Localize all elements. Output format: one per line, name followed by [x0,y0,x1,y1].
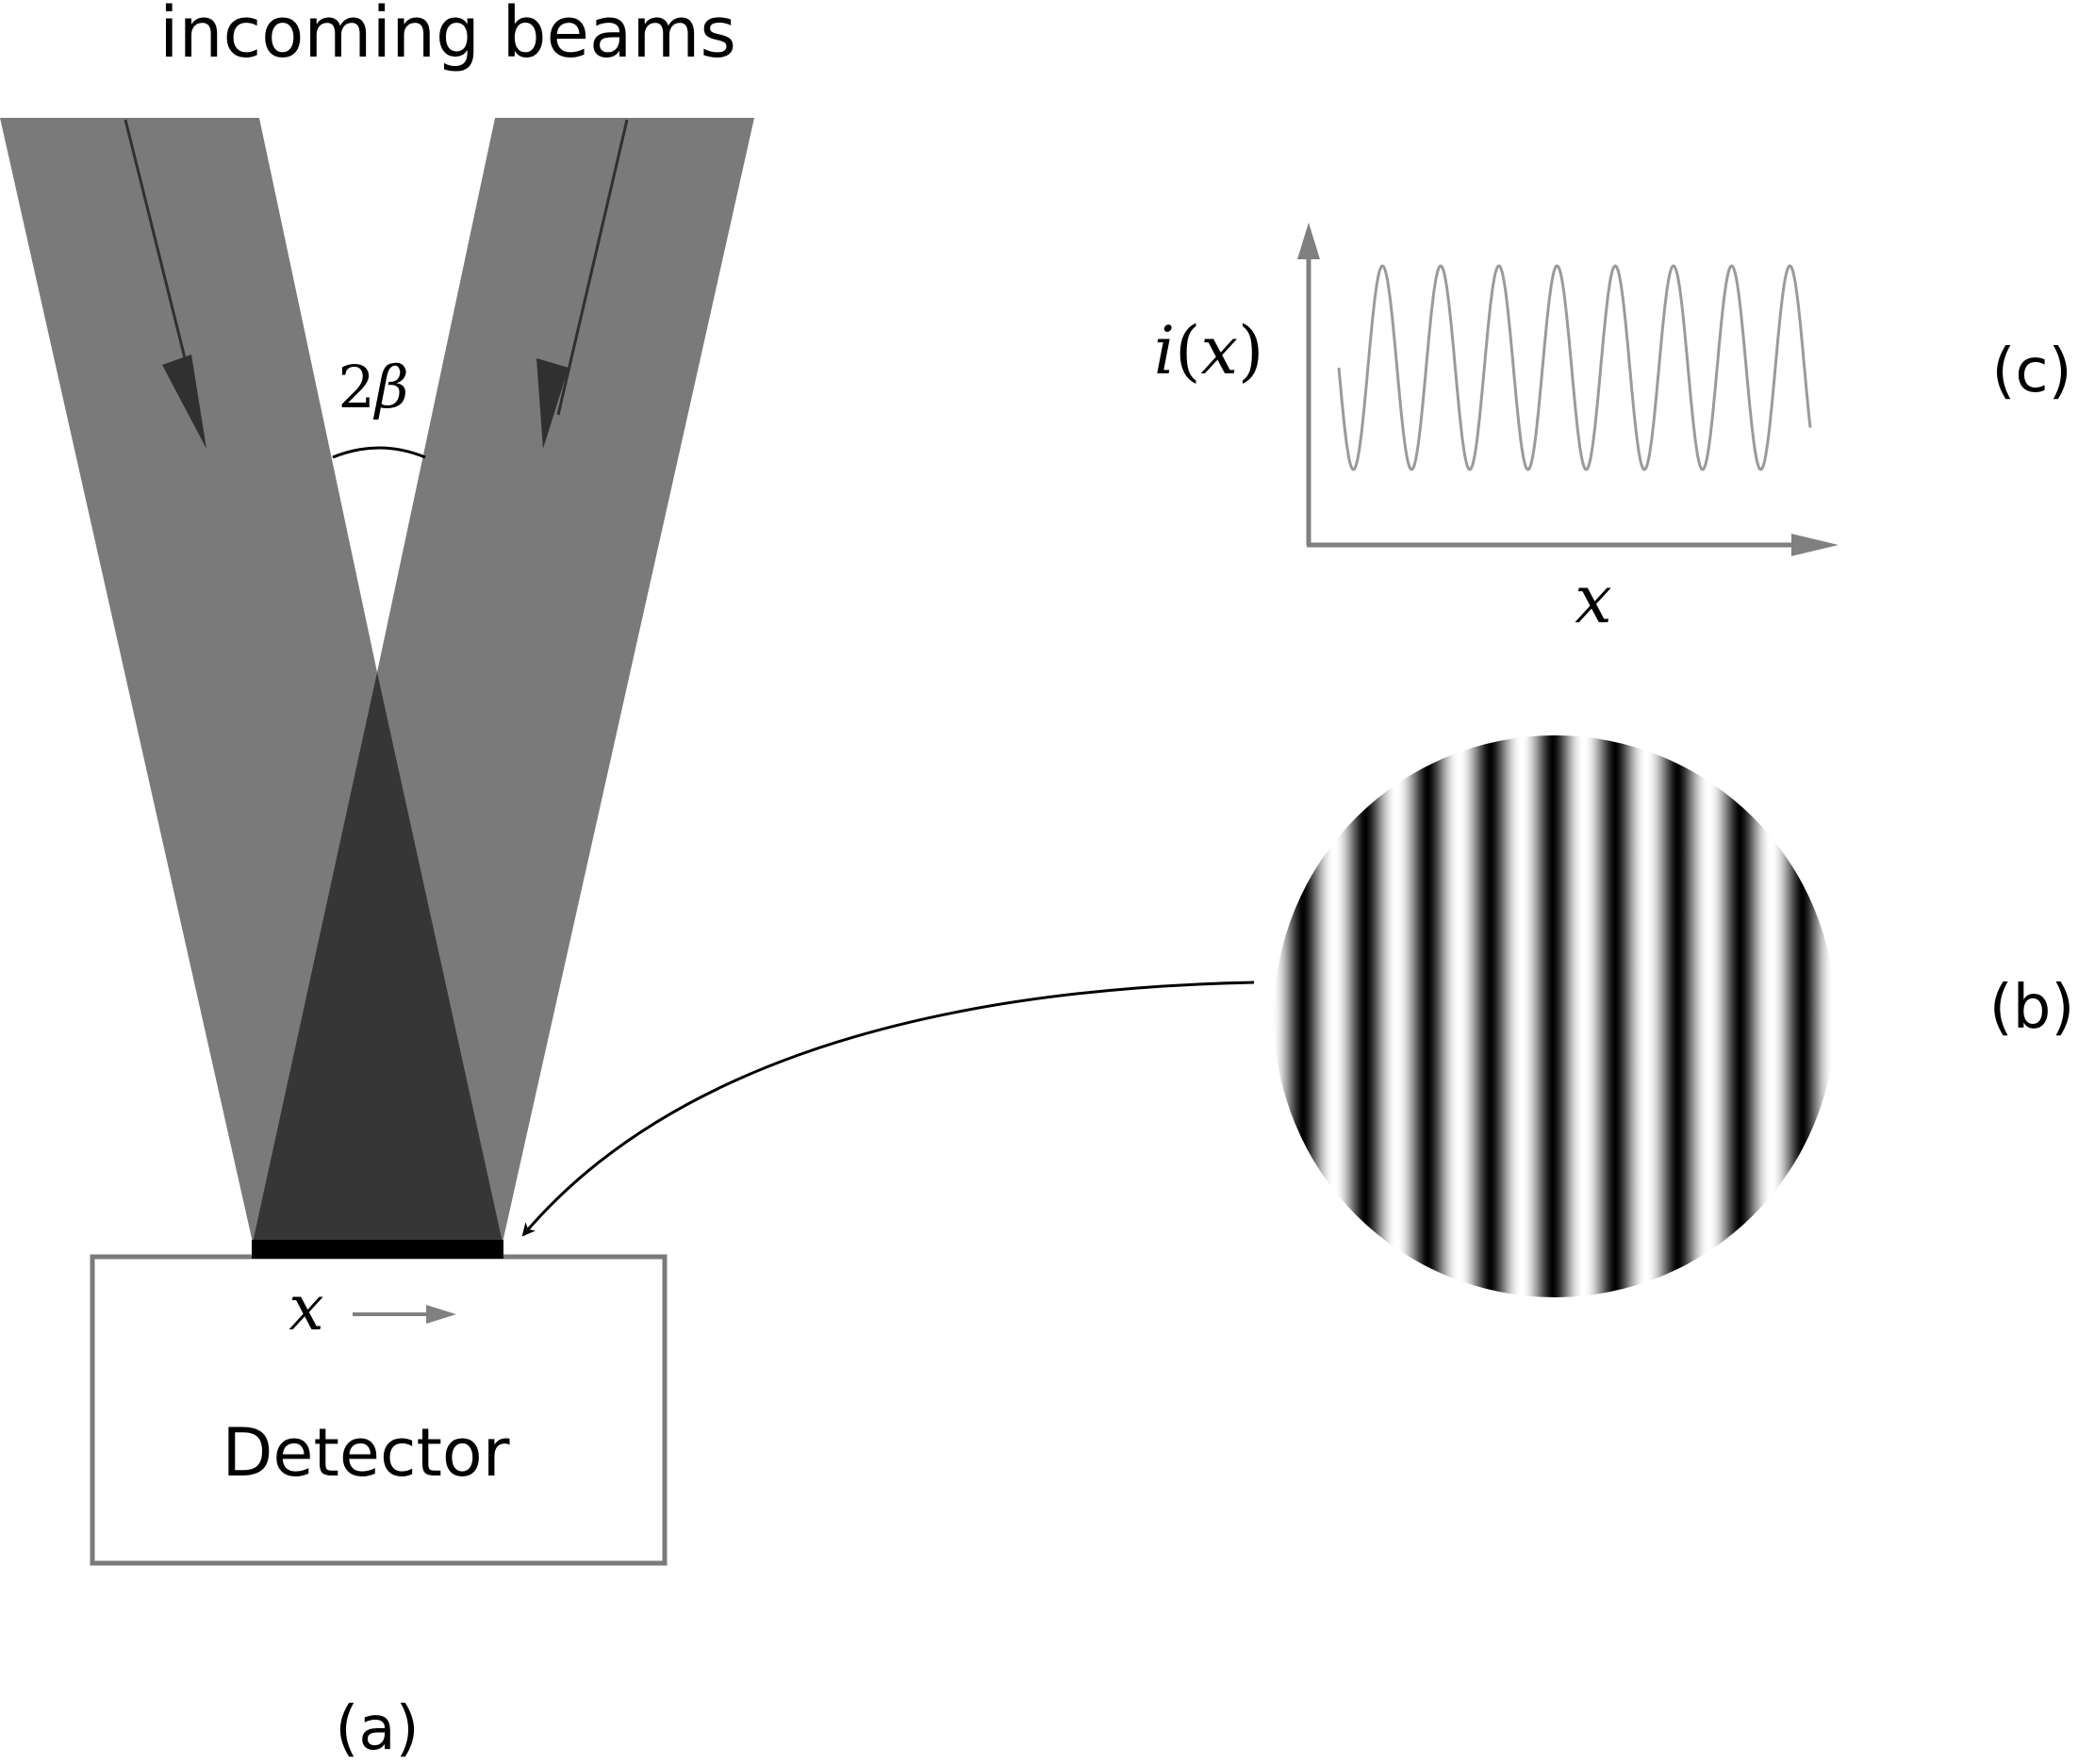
right-beam-arrow-head [536,358,569,449]
intensity-wave [1337,264,1812,471]
plot-y-label: i(x) [1154,312,1264,389]
detector-axis-label: x [289,1272,323,1344]
detector-label: Detector [222,1414,509,1492]
overlap-region [253,672,503,1243]
panel-label-b: (b) [1989,973,2075,1043]
panel-a-beams: 2β [0,118,754,1243]
title: incoming beams [159,0,736,74]
fringe-disc [1274,735,1836,1297]
detector-box [90,1254,668,1566]
panel-label-c: (c) [1991,337,2071,406]
angle-label: 2β [338,353,408,421]
panel-b-fringes [521,735,1836,1297]
detector-axis-arrow-head [426,1305,456,1324]
gap-region [259,118,495,672]
plot-x-label: x [1575,561,1611,638]
panel-c-plot: i(x) x [1154,223,1839,638]
plot-x-axis-arrowhead [1791,534,1839,556]
panel-label-a: (a) [335,1694,419,1764]
detector: x Detector [90,1240,668,1566]
mapping-arrow [521,981,1255,1237]
angle-arc [332,446,426,459]
plot-y-axis-arrowhead [1297,223,1320,259]
detector-surface [252,1240,503,1259]
right-beam-arrow-shaft [556,119,629,416]
left-beam-arrow-head [162,354,206,449]
